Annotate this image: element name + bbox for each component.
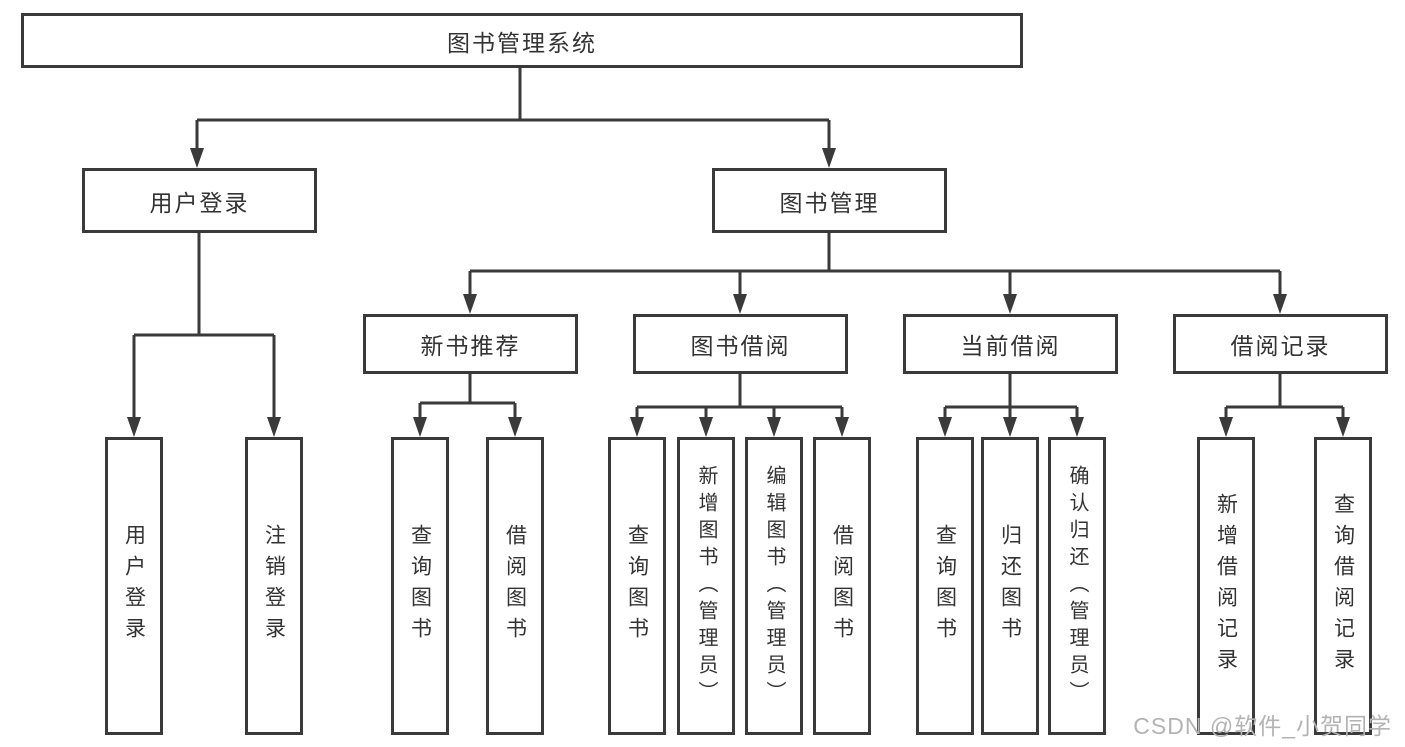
leaf-label: 借阅图书	[830, 524, 854, 648]
leaf-return-books: 归还图书	[981, 437, 1039, 735]
leaf-label: 注销登录	[262, 524, 286, 648]
leaf-query-books-3: 查询图书	[916, 437, 974, 735]
leaf-label: 查询图书	[933, 524, 957, 648]
leaf-label: 归还图书	[998, 524, 1022, 648]
leaf-label: 借阅图书	[503, 524, 527, 648]
leaf-label: 用户登录	[122, 524, 146, 648]
node-user-login: 用户登录	[82, 168, 317, 233]
node-new-books: 新书推荐	[363, 314, 578, 374]
node-book-management: 图书管理	[712, 168, 947, 233]
leaf-query-books-2: 查询图书	[608, 437, 666, 735]
leaf-label: 编辑图书（管理员）	[763, 464, 785, 708]
leaf-label: 查询图书	[625, 524, 649, 648]
leaf-label: 查询借阅记录	[1331, 493, 1355, 679]
csdn-watermark: CSDN @软件_小贺同学	[1133, 713, 1392, 739]
leaf-label: 新增图书（管理员）	[695, 464, 717, 708]
node-root: 图书管理系统	[21, 13, 1023, 68]
leaf-query-borrow-record: 查询借阅记录	[1314, 437, 1372, 735]
leaf-add-books-admin: 新增图书（管理员）	[677, 437, 735, 735]
leaf-label: 查询图书	[408, 524, 432, 648]
leaf-edit-books-admin: 编辑图书（管理员）	[745, 437, 803, 735]
node-borrow-records: 借阅记录	[1173, 314, 1388, 374]
leaf-logout: 注销登录	[245, 437, 303, 735]
node-current-borrow: 当前借阅	[903, 314, 1118, 374]
leaf-query-books-1: 查询图书	[391, 437, 449, 735]
leaf-add-borrow-record: 新增借阅记录	[1197, 437, 1255, 735]
leaf-confirm-return-admin: 确认归还（管理员）	[1048, 437, 1106, 735]
leaf-label: 新增借阅记录	[1214, 493, 1238, 679]
node-book-borrow: 图书借阅	[633, 314, 848, 374]
leaf-borrow-books-1: 借阅图书	[486, 437, 544, 735]
leaf-user-login: 用户登录	[105, 437, 163, 735]
leaf-label: 确认归还（管理员）	[1066, 464, 1088, 708]
leaf-borrow-books-2: 借阅图书	[813, 437, 871, 735]
